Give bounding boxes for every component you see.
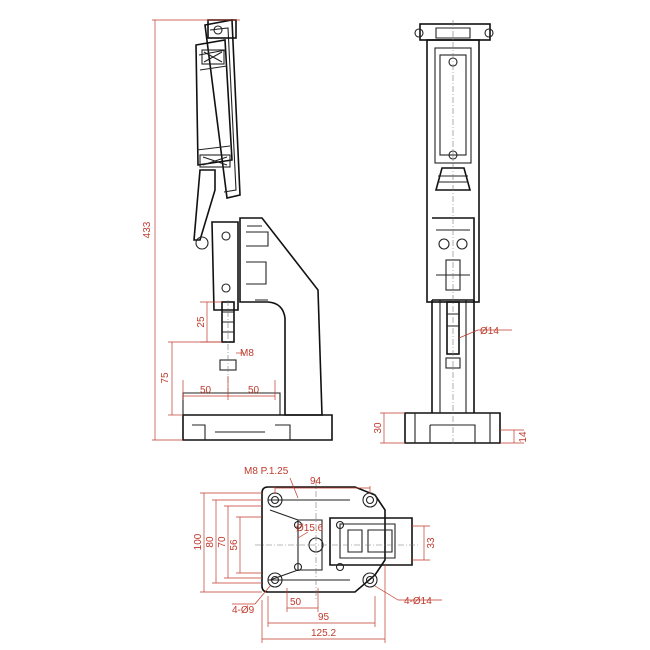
dim-thread-note: M8 P.1.25 <box>244 466 289 477</box>
side-view <box>182 19 333 441</box>
front-column <box>431 300 475 413</box>
plan-base <box>261 486 386 593</box>
dim-overall-height: 433 <box>142 221 153 238</box>
side-frame <box>239 217 323 416</box>
dim-throat-right: 50 <box>248 385 260 396</box>
dim-inner-width: 50 <box>290 597 302 608</box>
front-view-dimensions: Ø14 30 14 <box>373 326 529 444</box>
side-lever-arm <box>204 19 241 199</box>
plan-view-dimensions: M8 P.1.25 94 Ø15.6 100 80 70 56 33 <box>193 466 442 643</box>
dim-base-height: 30 <box>373 422 384 434</box>
dim-throat-depth: 75 <box>160 372 171 384</box>
dim-slot-height: 33 <box>426 537 437 549</box>
dim-height-outer: 100 <box>193 533 204 550</box>
plan-view <box>255 480 420 600</box>
side-base <box>182 414 333 441</box>
dim-hole-spacing-x: 94 <box>310 476 322 487</box>
dim-spindle-diameter: Ø14 <box>480 326 499 337</box>
dim-thread-side: M8 <box>240 348 254 359</box>
side-cylinder <box>195 39 233 166</box>
dim-hole-spacing-bottom: 95 <box>318 612 330 623</box>
front-base <box>404 412 501 444</box>
dim-base-plate: 14 <box>518 431 529 443</box>
front-view <box>404 20 501 445</box>
dim-center-bore: Ø15.6 <box>296 523 324 534</box>
dim-height-80: 80 <box>205 536 216 548</box>
dim-height-70: 70 <box>217 536 228 548</box>
dim-stroke: 25 <box>196 316 207 328</box>
side-view-dimensions: 433 25 M8 75 50 50 <box>142 19 276 441</box>
dim-small-holes: 4-Ø9 <box>232 605 255 616</box>
dim-overall-width: 125.2 <box>311 628 336 639</box>
dim-height-56: 56 <box>229 539 240 551</box>
plan-head <box>329 517 413 566</box>
dim-throat-left: 50 <box>200 385 212 396</box>
dim-large-holes: 4-Ø14 <box>404 596 432 607</box>
